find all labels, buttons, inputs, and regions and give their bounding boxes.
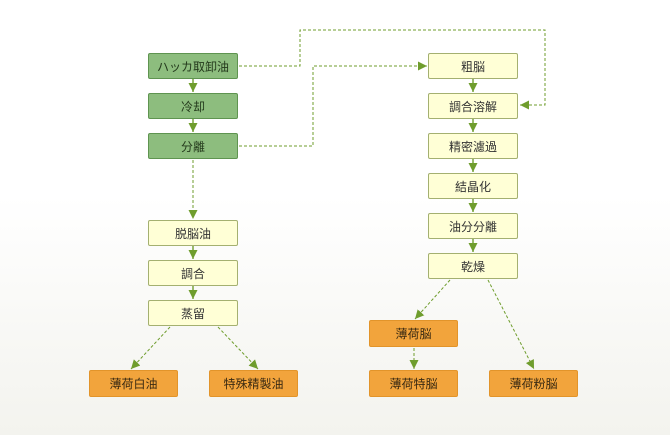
product-menthol: 薄荷脳	[369, 320, 458, 347]
product-peppermint-white-oil: 薄荷白油	[89, 370, 178, 397]
node-crude-menthol: 粗脳	[428, 53, 518, 79]
node-drying: 乾燥	[428, 253, 518, 279]
dashed-distillation-to-white-oil	[130, 326, 171, 370]
node-separation: 分離	[148, 133, 238, 159]
dashed-drying-to-powdered-menthol	[487, 279, 535, 370]
dashed-drying-to-menthol	[414, 279, 451, 320]
node-peppermint-crude-oil: ハッカ取卸油	[148, 53, 238, 79]
product-special-menthol: 薄荷特脳	[369, 370, 458, 397]
dashed-separation-to-crude-menthol	[239, 61, 427, 147]
node-crystallization: 結晶化	[428, 173, 518, 199]
dashed-distillation-to-special-oil	[217, 326, 259, 370]
node-cooling: 冷却	[148, 93, 238, 119]
node-dementholized-oil: 脱脳油	[148, 220, 238, 246]
dashed-crude-oil-to-dissolution	[239, 29, 546, 110]
node-oil-separation: 油分分離	[428, 213, 518, 239]
product-powdered-menthol: 薄荷粉脳	[489, 370, 578, 397]
node-blending-dissolution: 調合溶解	[428, 93, 518, 119]
node-precision-filtration: 精密濾過	[428, 133, 518, 159]
node-distillation: 蒸留	[148, 300, 238, 326]
product-special-refined-oil: 特殊精製油	[209, 370, 298, 397]
node-blending: 調合	[148, 260, 238, 286]
